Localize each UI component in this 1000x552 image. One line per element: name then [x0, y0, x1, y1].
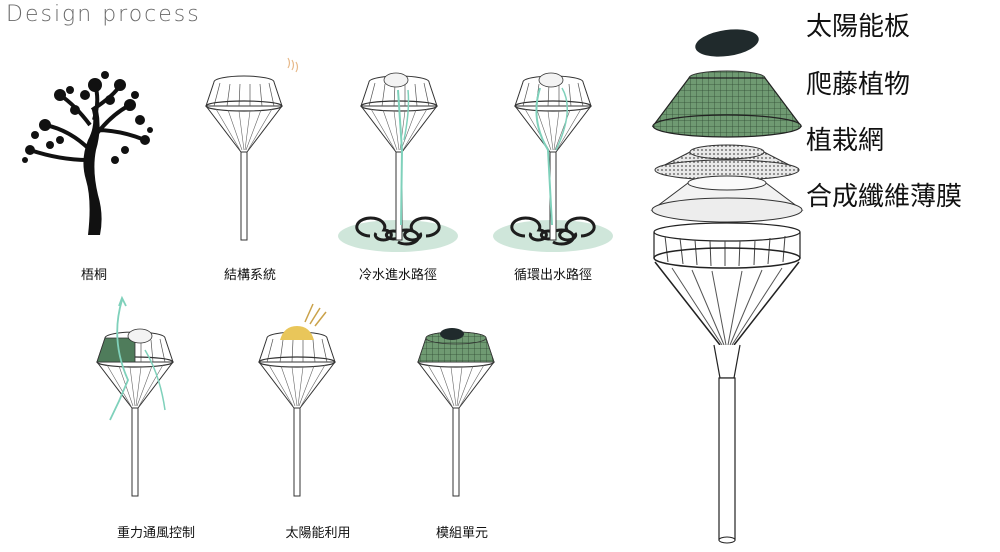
- cold-water-path-illustration: [338, 73, 458, 252]
- layer-label-planting-net: 植栽網: [806, 120, 884, 157]
- caption-module: 模組單元: [436, 522, 488, 541]
- caption-cold-water-path: 冷水進水路徑: [359, 264, 437, 283]
- paulownia-tree-illustration: [22, 71, 153, 235]
- caption-circulation-path: 循環出水路徑: [514, 264, 592, 283]
- structure-system-illustration: [206, 76, 282, 240]
- circulation-path-illustration: [493, 73, 613, 252]
- caption-solar-use: 太陽能利用: [285, 522, 350, 541]
- solar-use-illustration: [259, 304, 335, 496]
- climbing-plants-layer-shape: [653, 71, 801, 137]
- caption-tree: 梧桐: [81, 264, 107, 283]
- gravity-ventilation-illustration: [97, 298, 173, 496]
- exploded-view-illustration: [652, 26, 802, 543]
- heat-icon: [288, 58, 298, 72]
- structure-frame-shape: [654, 223, 800, 543]
- layer-label-membrane: 合成纖維薄膜: [806, 176, 962, 213]
- planting-net-layer-shape: [655, 145, 799, 180]
- caption-structure: 結構系統: [224, 264, 276, 283]
- caption-ventilation: 重力通風控制: [117, 522, 195, 541]
- layer-label-climbing-plants: 爬藤植物: [806, 64, 910, 101]
- membrane-layer-shape: [652, 176, 802, 222]
- module-unit-illustration: [418, 328, 494, 496]
- layer-label-solar-panel: 太陽能板: [806, 6, 910, 43]
